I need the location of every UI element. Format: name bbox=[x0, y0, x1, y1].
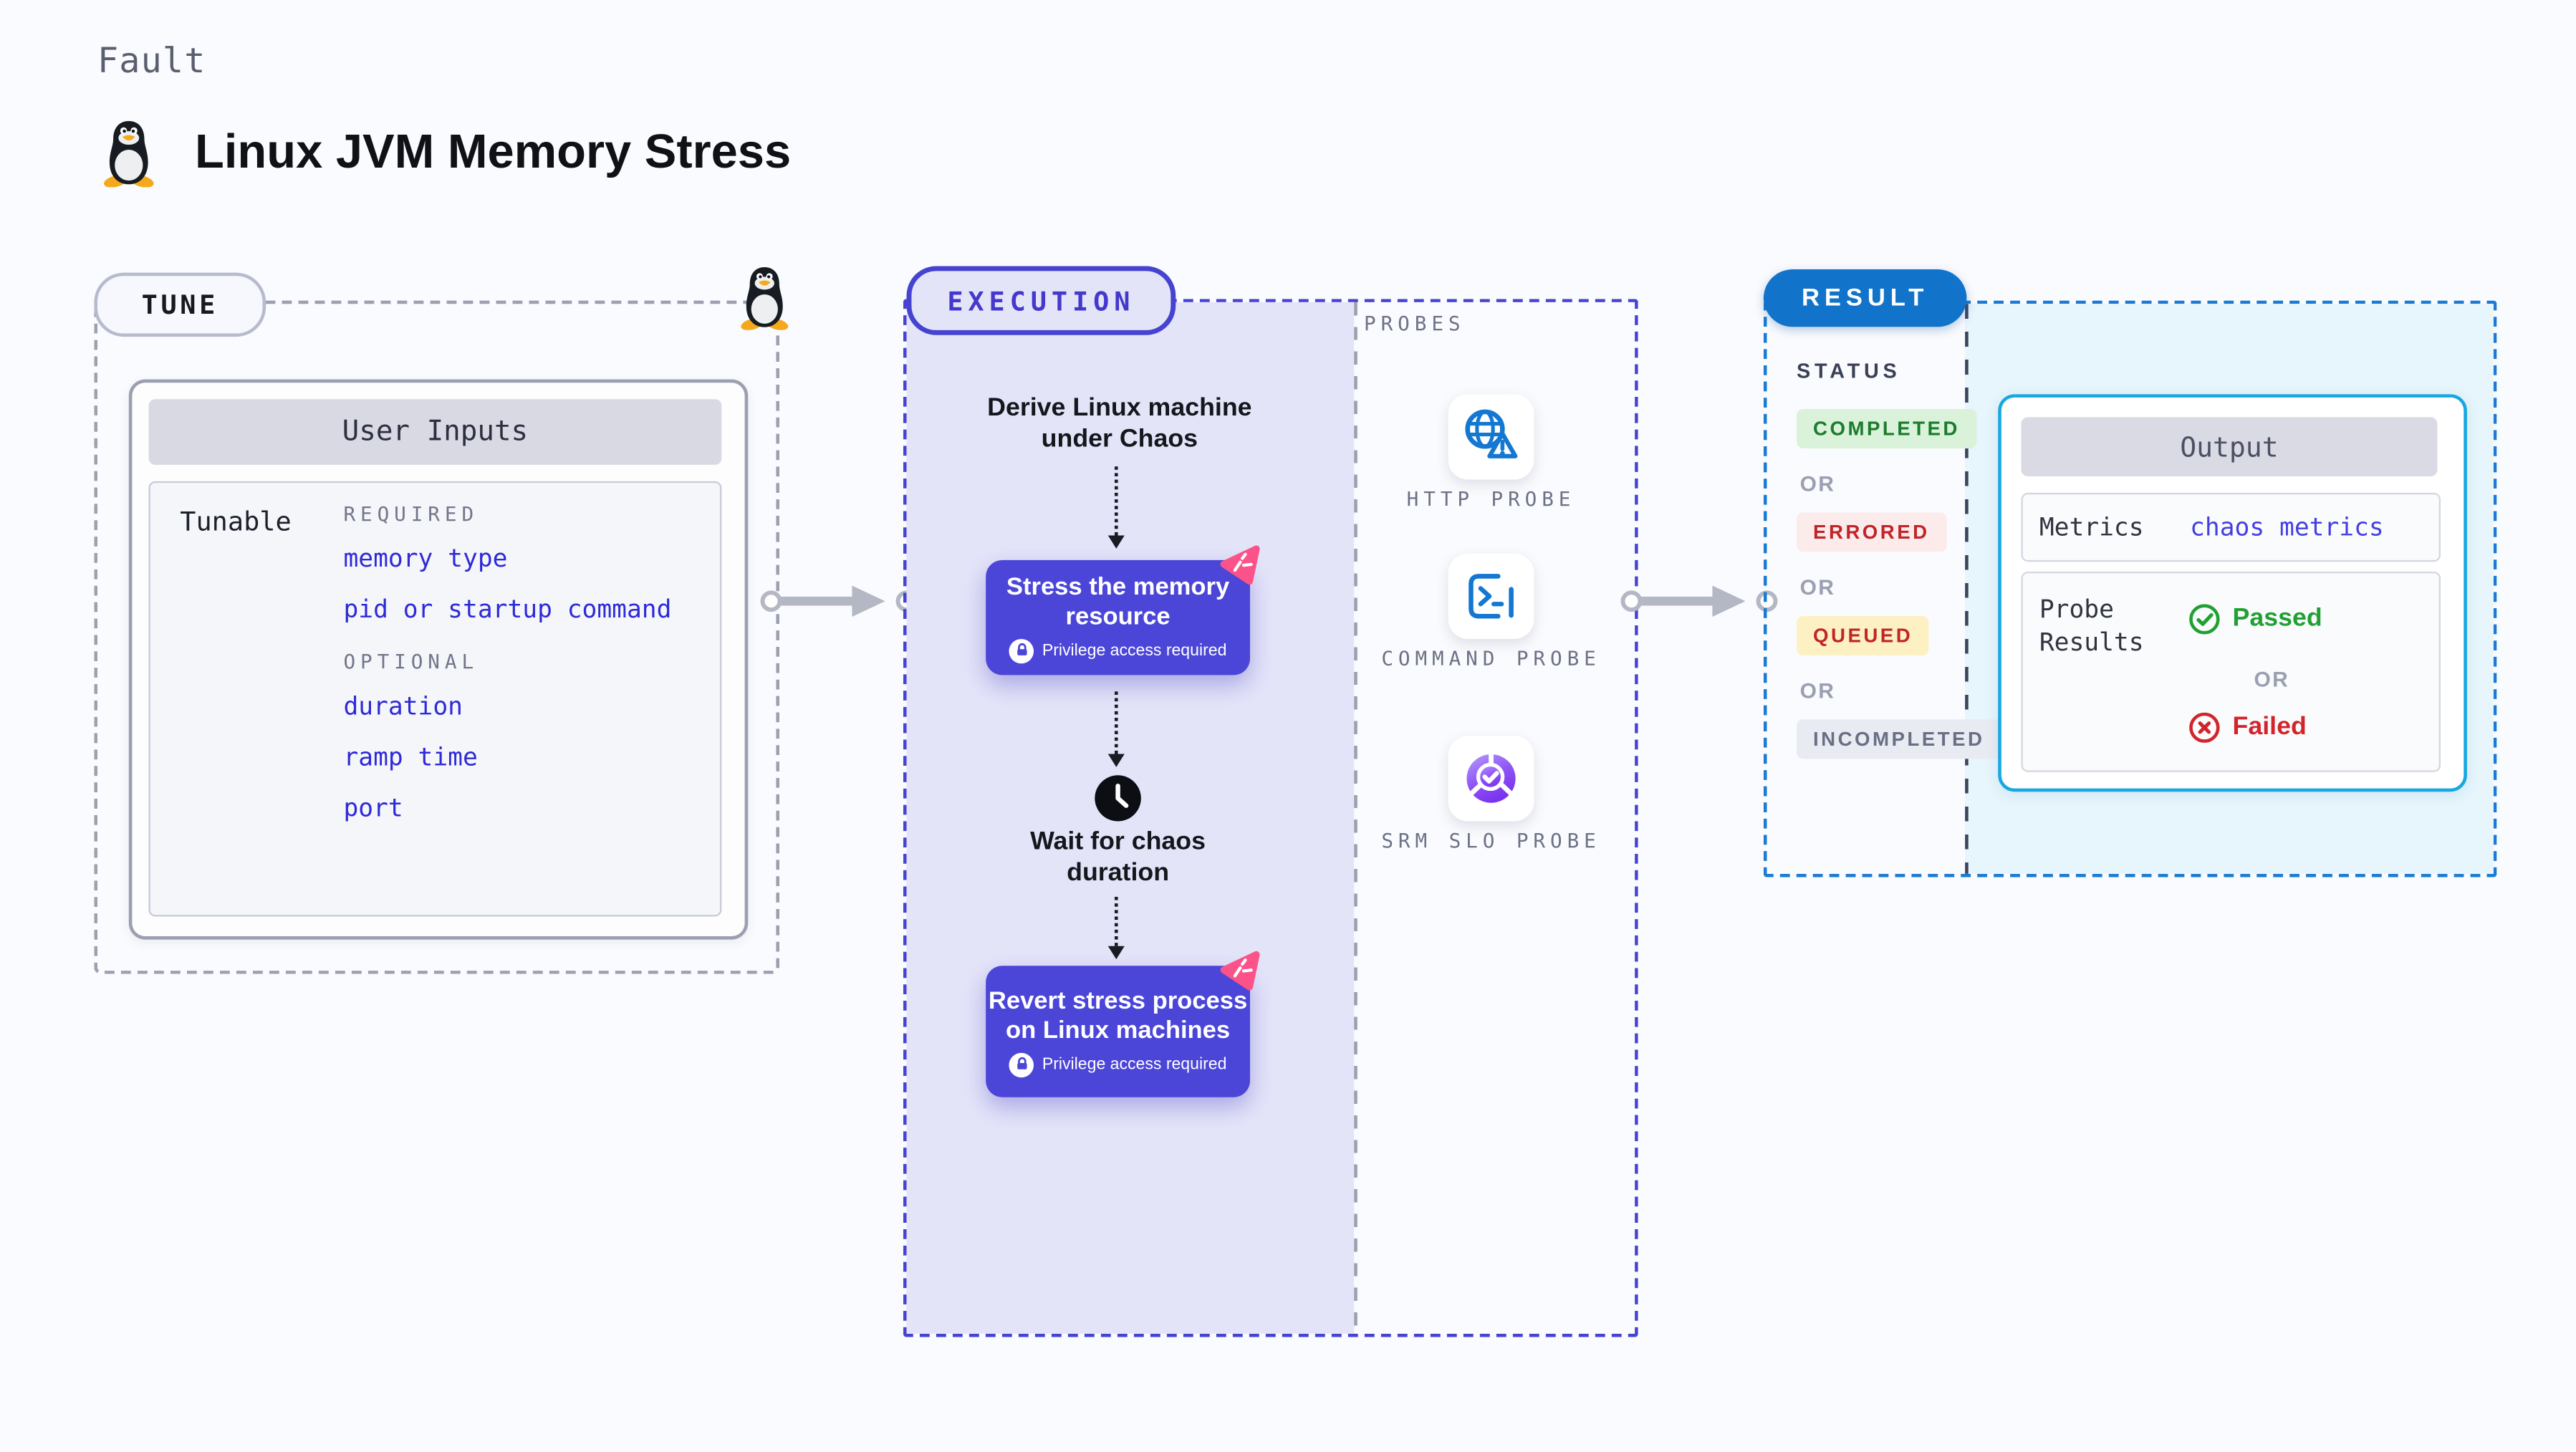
probes-section-label: PROBES bbox=[1364, 312, 1466, 335]
probe-results-row: Probe Results Passed OR Failed bbox=[2021, 571, 2441, 772]
result-divider-line bbox=[1965, 304, 1969, 874]
privilege-note-text: Privilege access required bbox=[1042, 641, 1227, 660]
tune-section-badge: TUNE bbox=[94, 272, 266, 337]
execution-to-result-arrow bbox=[1620, 583, 1778, 619]
arrow-down-icon bbox=[1108, 754, 1125, 767]
execution-section-box bbox=[903, 299, 1638, 1337]
srm-slo-probe-tile bbox=[1448, 736, 1534, 822]
tux-penguin-icon-small bbox=[736, 263, 792, 330]
failed-label: Failed bbox=[2232, 713, 2307, 741]
field-link-memory-type[interactable]: memory type bbox=[343, 543, 508, 574]
probe-outcomes: Passed OR Failed bbox=[2188, 573, 2436, 770]
lock-icon bbox=[1009, 1052, 1034, 1077]
chaos-experiment-icon bbox=[1219, 948, 1263, 992]
fault-kind-label: Fault bbox=[97, 41, 206, 81]
user-inputs-card-title: User Inputs bbox=[148, 399, 722, 465]
x-circle-icon bbox=[2188, 711, 2221, 744]
passed-label: Passed bbox=[2232, 604, 2322, 633]
or-separator: OR bbox=[1799, 678, 1836, 703]
optional-section-label: OPTIONAL bbox=[343, 650, 479, 674]
tux-penguin-icon bbox=[99, 117, 158, 188]
field-link-pid-or-startup-command[interactable]: pid or startup command bbox=[343, 595, 672, 625]
slo-donut-check-icon bbox=[1460, 747, 1523, 809]
check-circle-icon bbox=[2188, 603, 2221, 636]
command-probe-tile bbox=[1448, 553, 1534, 639]
tunable-panel: Tunable REQUIRED memory type pid or star… bbox=[148, 481, 722, 917]
user-inputs-card: User Inputs Tunable REQUIRED memory type… bbox=[128, 379, 749, 940]
or-separator: OR bbox=[2254, 666, 2290, 692]
privilege-note-text: Privilege access required bbox=[1042, 1055, 1227, 1074]
output-card-title: Output bbox=[2021, 417, 2438, 476]
terminal-icon bbox=[1461, 567, 1521, 626]
revert-node-label: Revert stress process on Linux machines bbox=[988, 986, 1248, 1044]
revert-stress-node[interactable]: Revert stress process on Linux machines … bbox=[986, 966, 1250, 1097]
derive-machine-step-label: Derive Linux machine under Chaos bbox=[987, 394, 1252, 453]
output-card: Output Metrics chaos metrics Probe Resul… bbox=[1998, 394, 2467, 792]
execution-section-badge: EXECUTION bbox=[906, 266, 1176, 335]
passed-outcome: Passed bbox=[2188, 603, 2322, 636]
field-link-duration[interactable]: duration bbox=[343, 691, 463, 721]
field-link-port[interactable]: port bbox=[343, 793, 403, 823]
command-probe-label: COMMAND PROBE bbox=[1381, 647, 1601, 670]
http-probe-label: HTTP PROBE bbox=[1406, 488, 1576, 511]
flow-connector-down bbox=[1108, 466, 1125, 549]
result-section-badge: RESULT bbox=[1763, 269, 1967, 327]
required-section-label: REQUIRED bbox=[343, 502, 479, 526]
privilege-note-row: Privilege access required bbox=[1009, 1052, 1227, 1077]
metrics-label: Metrics bbox=[2039, 512, 2144, 542]
status-badge-queued: QUEUED bbox=[1796, 615, 1930, 655]
metrics-row: Metrics chaos metrics bbox=[2021, 492, 2441, 562]
status-badge-errored: ERRORED bbox=[1796, 512, 1946, 552]
arrow-down-icon bbox=[1108, 535, 1125, 549]
chaos-experiment-icon bbox=[1219, 542, 1263, 587]
tune-to-execution-arrow bbox=[759, 583, 918, 619]
stress-memory-node[interactable]: Stress the memory resource Privilege acc… bbox=[986, 559, 1250, 675]
or-separator: OR bbox=[1799, 471, 1836, 496]
status-column-label: STATUS bbox=[1796, 360, 1901, 383]
probe-results-label: Probe Results bbox=[2039, 595, 2144, 658]
tune-section-box bbox=[94, 300, 780, 974]
privilege-note-row: Privilege access required bbox=[1009, 638, 1227, 663]
metrics-value-link[interactable]: chaos metrics bbox=[2190, 512, 2384, 542]
tunable-row-label: Tunable bbox=[180, 506, 292, 537]
wait-clock-icon bbox=[1093, 774, 1143, 823]
wait-step-label: Wait for chaos duration bbox=[1030, 827, 1206, 888]
status-badge-completed: COMPLETED bbox=[1796, 408, 1976, 448]
srm-slo-probe-label: SRM SLO PROBE bbox=[1381, 829, 1601, 853]
lock-icon bbox=[1009, 638, 1034, 663]
arrow-down-icon bbox=[1108, 946, 1125, 960]
probes-divider-line bbox=[1354, 302, 1357, 1334]
execution-flow-background bbox=[906, 302, 1355, 1334]
tunable-fields-list: REQUIRED memory type pid or startup comm… bbox=[343, 503, 671, 823]
field-link-ramp-time[interactable]: ramp time bbox=[343, 742, 478, 772]
stress-node-label: Stress the memory resource bbox=[1006, 572, 1230, 630]
globe-warning-icon bbox=[1460, 405, 1523, 468]
http-probe-tile bbox=[1448, 394, 1534, 480]
flow-connector-down bbox=[1108, 691, 1125, 767]
status-badge-incompleted: INCOMPLETED bbox=[1796, 719, 2001, 759]
page-title: Linux JVM Memory Stress bbox=[195, 126, 792, 179]
or-separator: OR bbox=[1799, 574, 1836, 600]
flow-connector-down bbox=[1108, 896, 1125, 960]
failed-outcome: Failed bbox=[2188, 711, 2307, 744]
